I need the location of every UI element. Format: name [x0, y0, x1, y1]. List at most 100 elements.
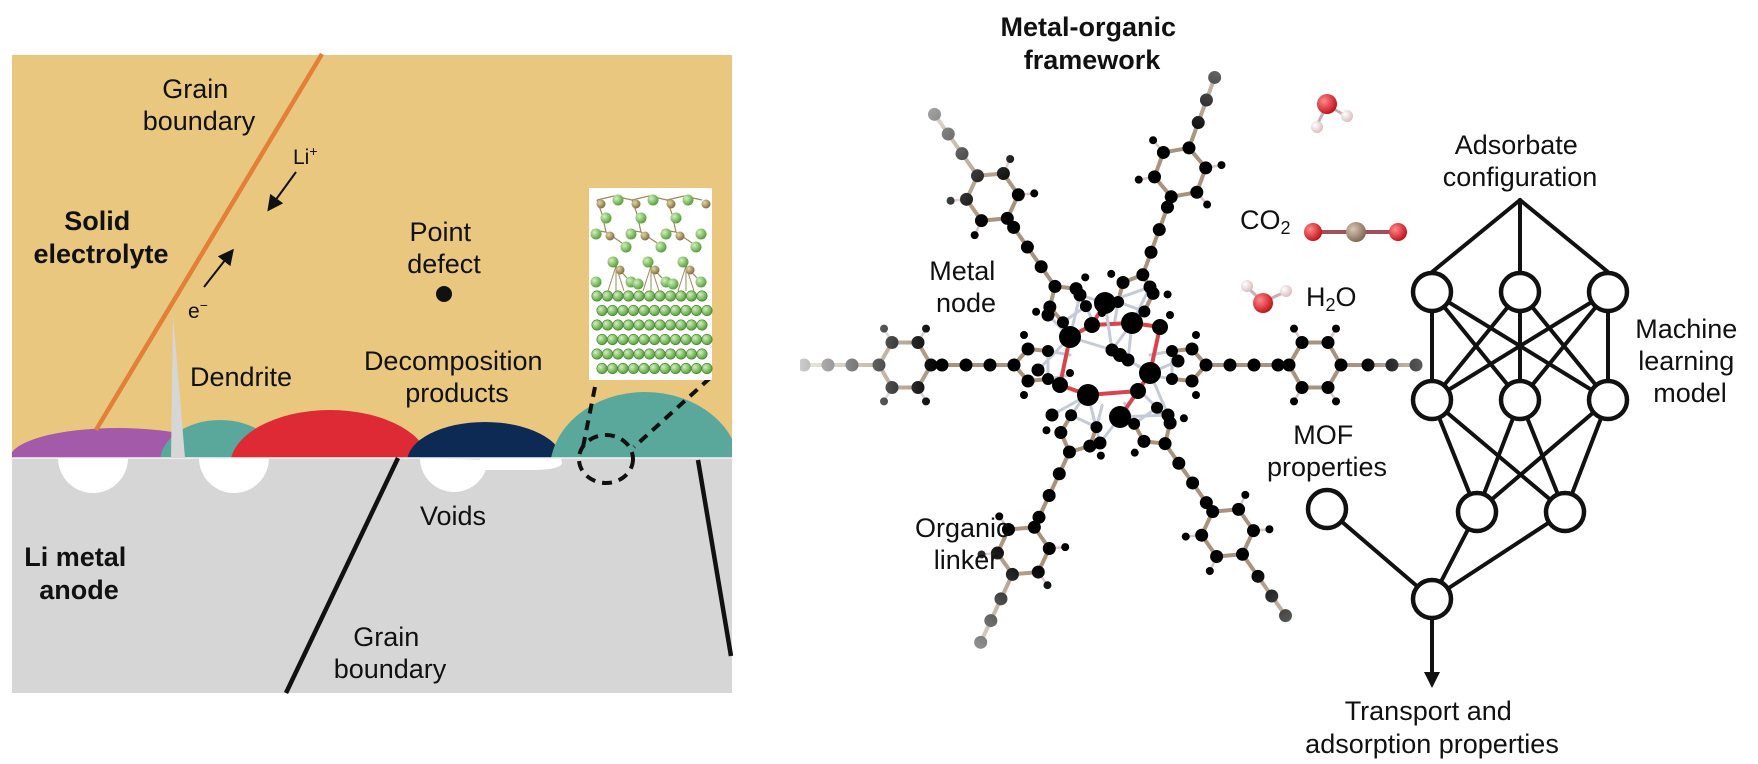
inset-atom: [591, 319, 603, 331]
mof-atom-H: [1107, 269, 1116, 278]
mof-atom-H: [922, 324, 930, 333]
mof-atom-C: [1048, 279, 1062, 293]
inset-halide-atom: [670, 212, 682, 224]
inset-atom: [654, 290, 666, 302]
mof-atom-C: [1195, 528, 1209, 542]
mof-atom-C: [1199, 358, 1213, 372]
mof-atom-H: [1081, 273, 1090, 282]
mof-atom-H: [1020, 331, 1028, 339]
inset-atom: [696, 290, 708, 302]
mof-atom-C: [1021, 374, 1035, 388]
mof-atom-C: [1182, 141, 1196, 155]
mof-atom-C: [983, 358, 997, 372]
mof-atom-N: [1143, 280, 1157, 294]
mof-atom-C: [941, 127, 955, 141]
mof-atom-C: [974, 635, 988, 649]
mof-atom-H: [1179, 414, 1188, 423]
zoom-circle: [577, 433, 635, 485]
inset-atom: [669, 333, 681, 345]
mof-atom-C: [1247, 358, 1261, 372]
inset-atom: [664, 319, 676, 331]
mof-atom-C: [1191, 116, 1205, 130]
inset-atom: [612, 290, 624, 302]
inset-halide-atom: [620, 241, 632, 253]
nn-edge: [1430, 290, 1610, 402]
inset-atom: [659, 304, 671, 316]
inset-atom: [622, 348, 634, 360]
mof-atom-C: [1321, 335, 1335, 349]
inset-atom: [617, 362, 629, 374]
void-2: [199, 458, 269, 493]
inset-atom: [685, 290, 697, 302]
label-adsorbate-configuration: Adsorbate configuration: [1443, 130, 1598, 192]
inset-atom: [680, 362, 692, 374]
mof-atom-N: [1128, 417, 1141, 430]
nn-edge: [1518, 290, 1610, 402]
inset-metal-atom: [701, 199, 711, 209]
mof-atom-C: [1334, 358, 1348, 372]
mof-atom-H: [1096, 451, 1105, 460]
mof-atom-H: [1205, 566, 1214, 575]
inset-halide-atom: [612, 194, 624, 206]
mof-atom-C: [1265, 589, 1279, 603]
inset-atom: [696, 348, 708, 360]
mof-atom-H: [1043, 581, 1052, 590]
mof-atom-N: [1171, 354, 1185, 368]
nn-node: [1410, 577, 1454, 621]
label-voids: Voids: [420, 501, 486, 531]
inset-atom: [606, 362, 618, 374]
mof-atom-H: [1192, 391, 1200, 399]
mof-atom-H: [1166, 311, 1174, 319]
inset-metal-atom: [666, 199, 676, 209]
mof-atom-M: [1077, 384, 1099, 406]
mof-atom-C: [1295, 335, 1309, 349]
mof-atom-C: [1027, 520, 1041, 534]
label-organic-linker: Organic linker: [915, 513, 1017, 575]
mof-atom-H: [970, 231, 979, 240]
label-grain-boundary-top: Grain boundary: [143, 74, 256, 136]
water-molecule: [1241, 280, 1292, 313]
label-machine-learning-model: Machine learning model: [1635, 314, 1745, 408]
mof-atom-C: [1032, 510, 1046, 524]
inset-atom: [701, 333, 713, 345]
mof-atom-O: [1130, 383, 1146, 399]
inset-atom: [612, 348, 624, 360]
nn-edge: [1475, 398, 1610, 514]
inset-atom: [690, 304, 702, 316]
inset-atom: [627, 304, 639, 316]
mof-atom-N: [1090, 421, 1103, 434]
mof-atom-C: [1223, 358, 1237, 372]
mof-atom-C: [1186, 476, 1200, 490]
inset-atom: [627, 333, 639, 345]
void-3b: [480, 458, 562, 470]
sei-red: [231, 410, 429, 458]
mof-atom-C: [1136, 268, 1150, 282]
inset-atom: [680, 304, 692, 316]
inset-atom: [601, 319, 613, 331]
li-ion-arrow: [267, 171, 297, 212]
inset-atom: [648, 304, 660, 316]
inset-halide-atom: [695, 276, 707, 288]
inset-atom: [696, 319, 708, 331]
mof-atom-C: [1361, 358, 1375, 372]
zoom-line-left: [580, 386, 597, 453]
atomic-structure-inset: [589, 188, 713, 380]
inset-atom: [643, 290, 655, 302]
inset-atom: [669, 304, 681, 316]
inset-atom: [648, 333, 660, 345]
inset-metal-atom: [640, 231, 650, 241]
mof-atom-C: [911, 335, 925, 349]
mof-atom-H: [880, 397, 888, 406]
mof-atom-C: [1042, 542, 1056, 556]
mof-atom-C: [1185, 374, 1199, 388]
mof-atom-C: [1206, 505, 1220, 519]
nn-node: [1586, 270, 1630, 314]
label-solid-electrolyte: Solid electrolyte: [33, 206, 168, 269]
sei-navy: [407, 422, 563, 458]
electron-arrow: [203, 248, 234, 288]
mof-atom-C: [1007, 220, 1021, 234]
grain-boundary-electrolyte-line: [94, 52, 324, 432]
mof-atom-H: [1134, 175, 1143, 184]
mof-atom-C: [1321, 381, 1335, 395]
